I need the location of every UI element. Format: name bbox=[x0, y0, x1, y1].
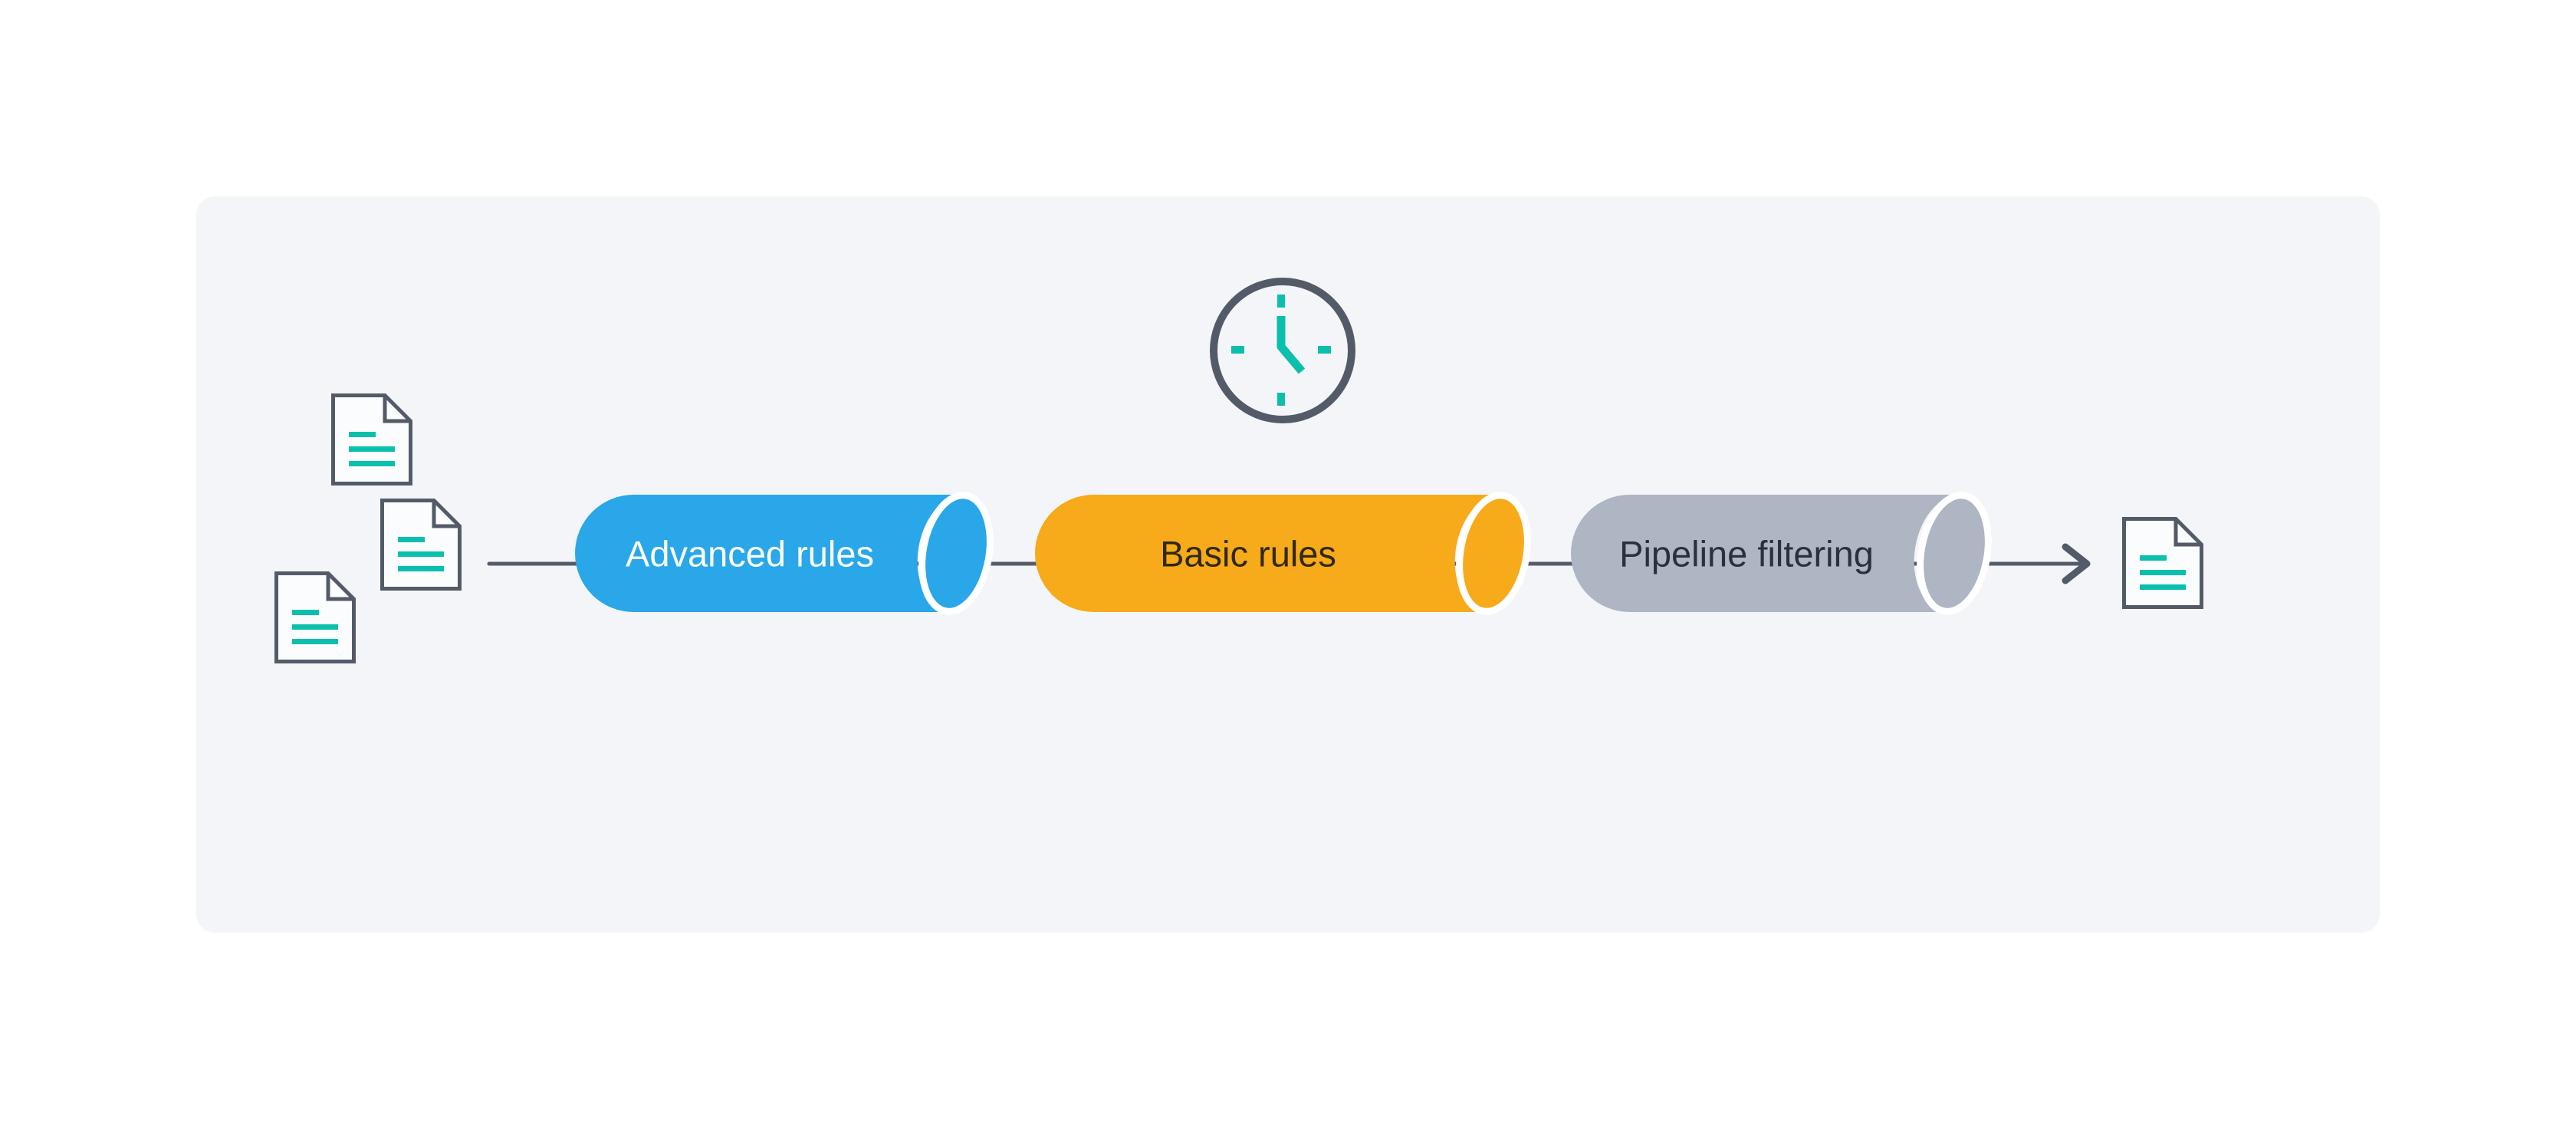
input-document-icon-2 bbox=[383, 501, 460, 589]
clock-icon bbox=[1210, 278, 1355, 423]
output-document-icon bbox=[2124, 519, 2202, 607]
clock-tick-marks bbox=[1231, 295, 1331, 406]
cylinder-body bbox=[1035, 494, 1506, 612]
cylinder-end-cap bbox=[918, 492, 994, 615]
cylinder-end-cap bbox=[1456, 492, 1531, 615]
flow-arrowhead-icon bbox=[2062, 543, 2091, 584]
clock-hands bbox=[1276, 316, 1306, 374]
stage-label: Basic rules bbox=[1160, 534, 1336, 574]
stage-label: Pipeline filtering bbox=[1619, 534, 1874, 574]
stage-basic-rules: Basic rules bbox=[1035, 492, 1531, 615]
cylinder-body bbox=[1571, 494, 1965, 612]
cylinder-body bbox=[575, 494, 968, 612]
stage-label: Advanced rules bbox=[626, 534, 874, 574]
input-document-icon-3 bbox=[277, 574, 354, 662]
clock-face-ring bbox=[1210, 278, 1355, 423]
input-document-icon-1 bbox=[334, 396, 411, 484]
stage-advanced-rules: Advanced rules bbox=[575, 492, 994, 615]
stage-pipeline-filtering: Pipeline filtering bbox=[1571, 492, 1992, 615]
cylinder-end-cap bbox=[1917, 492, 1992, 615]
